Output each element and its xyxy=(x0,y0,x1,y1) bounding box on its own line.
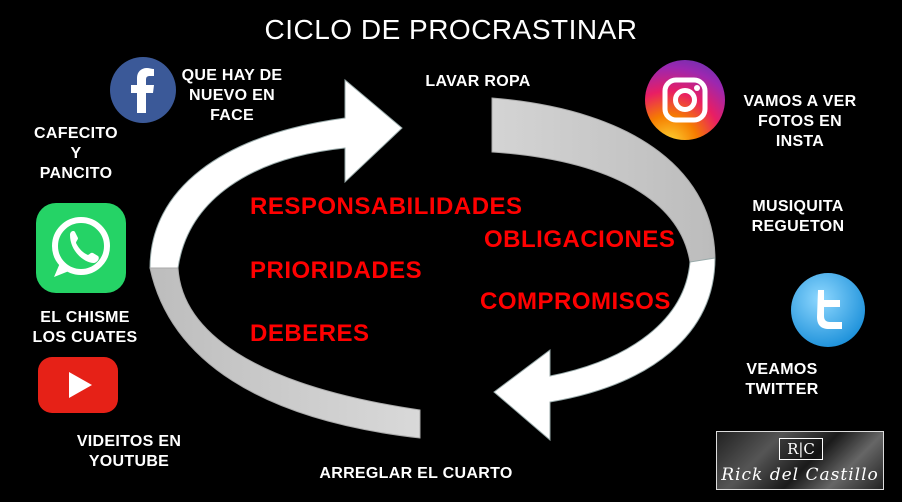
label-musiquita: MUSIQUITA REGUETON xyxy=(751,198,845,235)
label-arreglar-cuarto: ARREGLAR EL CUARTO xyxy=(319,465,513,482)
label-facebook: QUE HAY DE NUEVO EN FACE xyxy=(181,67,283,124)
page-title: CICLO DE PROCRASTINAR xyxy=(264,14,638,45)
rc-name: Rick del Castillo xyxy=(721,465,879,485)
label-youtube: VIDEITOS EN YOUTUBE xyxy=(76,433,182,470)
arrow-bottom-right xyxy=(493,257,716,442)
word-compromisos: COMPROMISOS xyxy=(480,288,671,315)
label-lavar-ropa: LAVAR ROPA xyxy=(425,73,531,90)
label-chisme: EL CHISME LOS CUATES xyxy=(32,309,138,346)
arrow-left-band xyxy=(149,267,421,439)
whatsapp-icon xyxy=(36,203,126,298)
twitter-icon xyxy=(790,272,866,353)
rc-watermark: R|C Rick del Castillo xyxy=(716,431,884,490)
word-prioridades: PRIORIDADES xyxy=(250,257,423,284)
label-cafecito: CAFECITO Y PANCITO xyxy=(34,125,118,182)
rc-monogram: R|C xyxy=(779,438,823,460)
label-instagram: VAMOS A VER FOTOS EN INSTA xyxy=(743,93,857,150)
word-deberes: DEBERES xyxy=(250,320,370,347)
instagram-icon xyxy=(644,60,726,145)
word-responsabilidades: RESPONSABILIDADES xyxy=(250,193,523,220)
arrow-top-left xyxy=(149,78,403,269)
youtube-icon xyxy=(38,357,118,418)
label-twitter: VEAMOS TWITTER xyxy=(745,361,819,398)
word-obligaciones: OBLIGACIONES xyxy=(484,226,676,253)
facebook-icon xyxy=(110,57,176,128)
